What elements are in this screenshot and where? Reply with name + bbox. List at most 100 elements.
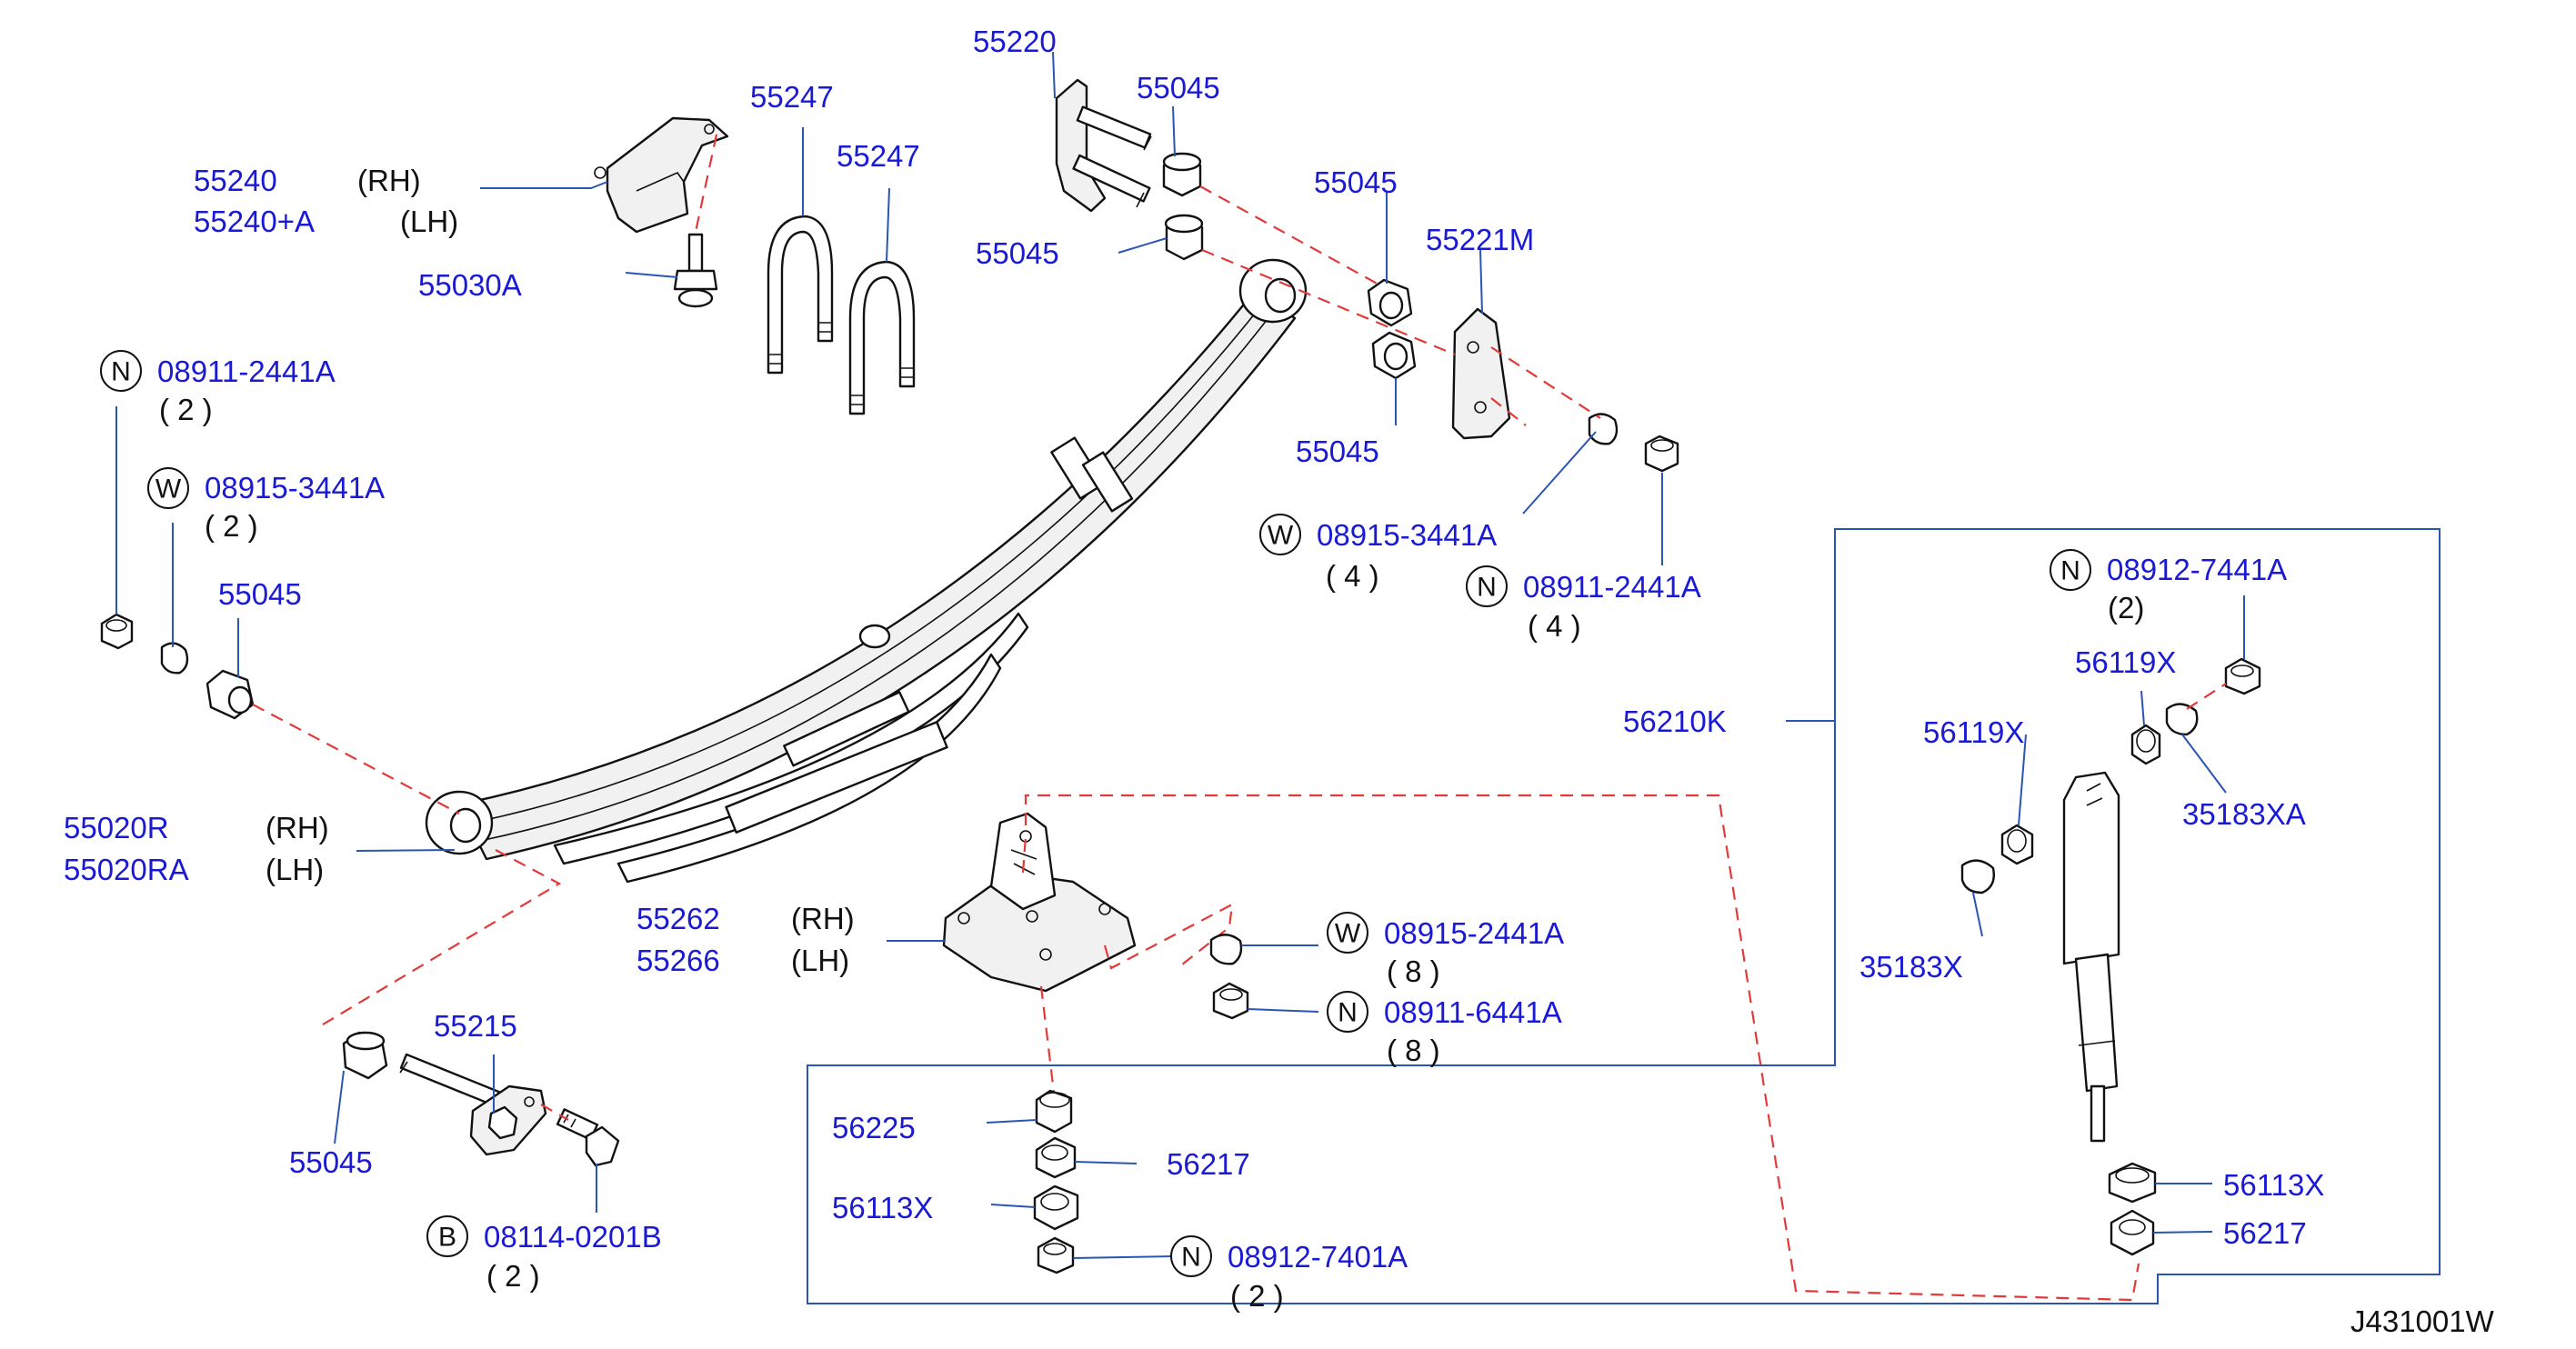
nut-08912-7401a[interactable] xyxy=(1037,1236,1075,1274)
svg-text:08915-3441A: 08915-3441A xyxy=(1317,518,1497,552)
callout-08915-2441a: W 08915-2441A ( 8 ) xyxy=(1327,912,1564,988)
svg-text:N: N xyxy=(2060,556,2080,586)
nut-shackle[interactable] xyxy=(1644,435,1679,473)
label-55240a: 55240+A xyxy=(194,205,315,238)
svg-text:08915-3441A: 08915-3441A xyxy=(205,471,385,505)
svg-text:08912-7401A: 08912-7401A xyxy=(1228,1240,1408,1274)
bushing-shackle-outer-bottom[interactable] xyxy=(1371,331,1417,380)
shock-absorber[interactable] xyxy=(2062,771,2120,1143)
washer-35183xa[interactable] xyxy=(2165,703,2199,736)
bushing-56113x-right[interactable] xyxy=(2108,1162,2157,1204)
label-55240-rh: (RH) xyxy=(357,164,421,197)
svg-text:( 2 ): ( 2 ) xyxy=(486,1259,540,1293)
label-55020r-rh: (RH) xyxy=(266,811,329,844)
bushing-shackle-outer-top[interactable] xyxy=(1367,278,1413,327)
svg-text:08911-6441A: 08911-6441A xyxy=(1384,995,1562,1029)
pin-55215[interactable] xyxy=(399,1053,547,1156)
u-bolt-left[interactable] xyxy=(767,215,834,375)
svg-text:( 8 ): ( 8 ) xyxy=(1387,1034,1440,1067)
svg-text:W: W xyxy=(1335,919,1361,949)
front-hanger-bracket[interactable] xyxy=(594,116,729,234)
center-bolt-head xyxy=(858,624,891,649)
svg-text:N: N xyxy=(1181,1243,1201,1273)
svg-text:N: N xyxy=(111,357,131,387)
shackle-plate[interactable] xyxy=(1055,78,1152,213)
svg-text:( 2 ): ( 2 ) xyxy=(159,393,213,426)
svg-text:( 2 ): ( 2 ) xyxy=(205,509,258,543)
svg-text:08911-2441A: 08911-2441A xyxy=(157,355,336,388)
bolt-08114[interactable] xyxy=(556,1108,620,1167)
bushing-upper-shackle[interactable] xyxy=(1162,152,1202,197)
label-55262-rh: (RH) xyxy=(791,902,855,935)
callout-08912-7401a: N 08912-7401A ( 2 ) xyxy=(1170,1235,1408,1313)
label-56210k: 56210K xyxy=(1623,704,1727,738)
washer-seat[interactable] xyxy=(1209,934,1243,965)
leader-lines xyxy=(115,51,2245,1259)
svg-text:08911-2441A: 08911-2441A xyxy=(1523,570,1701,604)
svg-text:( 4 ): ( 4 ) xyxy=(1326,559,1379,593)
svg-text:N: N xyxy=(1338,998,1358,1028)
label-55262: 55262 xyxy=(636,902,720,935)
label-35183xa: 35183XA xyxy=(2182,797,2306,831)
callout-08911-2441a-front: N 08911-2441A ( 2 ) xyxy=(100,350,336,426)
label-55045-shackle-right-top: 55045 xyxy=(1314,165,1398,199)
label-55020ra: 55020RA xyxy=(64,853,189,886)
washer-front-eye[interactable] xyxy=(160,642,189,674)
leaf-spring[interactable] xyxy=(425,258,1308,884)
shackle-outer-plate[interactable] xyxy=(1451,307,1511,440)
bushing-56119x-right[interactable] xyxy=(2130,724,2161,765)
callout-08915-3441a-rear: W 08915-3441A ( 4 ) xyxy=(1259,514,1497,593)
svg-text:( 8 ): ( 8 ) xyxy=(1387,954,1440,988)
bushing-56225[interactable] xyxy=(1035,1089,1073,1134)
washer-35183x[interactable] xyxy=(1960,859,1995,894)
label-35183x: 35183X xyxy=(1859,950,1963,984)
callout-08915-3441a-front: W 08915-3441A ( 2 ) xyxy=(147,467,385,543)
spring-washer-shackle[interactable] xyxy=(1588,413,1619,445)
label-56113x-right: 56113X xyxy=(2223,1168,2324,1202)
label-55240a-lh: (LH) xyxy=(400,205,458,238)
u-bolt-right[interactable] xyxy=(848,260,916,415)
nut-08912-7441a[interactable] xyxy=(2224,657,2261,695)
callout-08911-2441a-rear: N 08911-2441A ( 4 ) xyxy=(1466,565,1701,643)
label-56217-left: 56217 xyxy=(1167,1147,1250,1181)
label-56119x-right: 56119X xyxy=(2075,645,2176,679)
label-56113x-left: 56113X xyxy=(832,1191,933,1224)
nut-front-eye[interactable] xyxy=(100,613,134,650)
label-55045-shackle-top: 55045 xyxy=(1137,71,1220,105)
bushing-front-eye[interactable] xyxy=(205,669,255,720)
label-55247-left: 55247 xyxy=(750,80,834,114)
svg-text:B: B xyxy=(438,1223,456,1253)
svg-text:08114-0201B: 08114-0201B xyxy=(484,1220,662,1254)
label-55220: 55220 xyxy=(973,25,1057,58)
svg-text:N: N xyxy=(1477,573,1497,603)
svg-text:08912-7441A: 08912-7441A xyxy=(2107,553,2287,586)
label-55240: 55240 xyxy=(194,164,277,197)
callout-08114-0201b: B 08114-0201B ( 2 ) xyxy=(426,1215,662,1293)
bushing-lower-pin[interactable] xyxy=(342,1031,388,1080)
svg-text:W: W xyxy=(155,475,182,505)
bushing-lower-shackle[interactable] xyxy=(1164,214,1204,261)
label-55215: 55215 xyxy=(434,1009,517,1043)
label-55045-front-eye: 55045 xyxy=(218,577,302,611)
svg-text:( 4 ): ( 4 ) xyxy=(1528,609,1581,643)
label-55266: 55266 xyxy=(636,944,720,977)
label-55020ra-lh: (LH) xyxy=(266,853,324,886)
shock-group-outline xyxy=(807,528,2441,1304)
label-55030a: 55030A xyxy=(418,268,522,302)
nut-seat[interactable] xyxy=(1212,982,1249,1020)
bushing-56113x-left[interactable] xyxy=(1033,1184,1079,1231)
label-56119x-left: 56119X xyxy=(1923,715,2024,749)
label-55045-shackle-right-bottom: 55045 xyxy=(1296,435,1379,468)
label-55247-right: 55247 xyxy=(837,139,920,173)
washer-56217-right[interactable] xyxy=(2110,1209,2155,1256)
spring-seat-plate[interactable] xyxy=(942,812,1137,993)
label-55020r: 55020R xyxy=(64,811,169,844)
svg-text:08915-2441A: 08915-2441A xyxy=(1384,916,1564,950)
callout-08911-6441a: N 08911-6441A ( 8 ) xyxy=(1327,991,1562,1067)
bushing-56119x-left[interactable] xyxy=(2000,824,2034,865)
hanger-bolt[interactable] xyxy=(673,233,718,308)
washer-56217-left[interactable] xyxy=(1035,1136,1077,1179)
label-55266-lh: (LH) xyxy=(791,944,849,977)
